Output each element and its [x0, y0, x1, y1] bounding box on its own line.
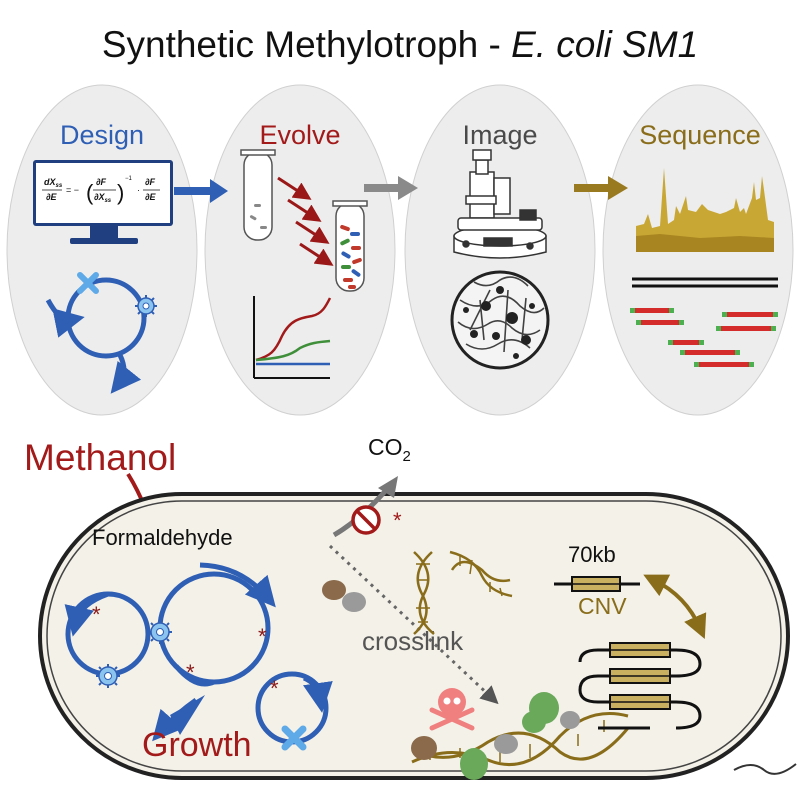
svg-text:·: · [137, 185, 140, 195]
panel-label-image: Image [462, 120, 537, 150]
svg-text:∂E: ∂E [145, 192, 156, 202]
gear-icon [135, 295, 157, 317]
title-italic: E. coli SM1 [511, 24, 698, 65]
svg-text:∂F: ∂F [96, 177, 106, 187]
title-main: Synthetic Methylotroph - [102, 24, 511, 65]
gear-icon [96, 664, 120, 688]
evolution-arrows [277, 176, 334, 266]
co2-label: CO2 [368, 434, 411, 465]
arrow-design-evolve-icon [174, 179, 228, 203]
svg-text:(: ( [86, 180, 94, 205]
genomic-segment [554, 576, 640, 592]
pathway-cycle-icon [45, 272, 157, 394]
knockout-x-icon [281, 725, 307, 751]
svg-text:dXss: dXss [44, 177, 63, 189]
protein-gray [342, 592, 366, 612]
cnv-arrow [643, 574, 707, 639]
dna-strand-1 [413, 551, 435, 635]
skull-crossbones-icon [429, 688, 475, 731]
micrograph-image [450, 270, 550, 370]
monitor-icon [33, 160, 173, 244]
crosslink-label: crosslink [362, 626, 464, 656]
protein-brown [322, 580, 346, 600]
co2-mutation-star: * [393, 508, 402, 533]
svg-text:= −: = − [66, 185, 79, 195]
cell-inner-membrane [46, 500, 782, 772]
svg-text:−1: −1 [125, 176, 133, 182]
star-1: * [92, 602, 101, 627]
arrow-image-sequence-icon [574, 176, 628, 200]
star-4: * [270, 676, 279, 701]
dna-strand-2 [449, 550, 513, 598]
flagellum [733, 763, 797, 775]
pathway-stars: * * * * [92, 602, 279, 701]
crosslink-path [328, 544, 499, 705]
knockout-x-icon [77, 272, 99, 294]
coverage-plot [636, 168, 774, 252]
control-equation: dXss ∂E = − ( ∂F ∂Xss ) −1 · ∂F ∂E [42, 176, 160, 205]
blocked-icon [351, 505, 381, 535]
panel-label-evolve: Evolve [259, 120, 340, 150]
svg-text:∂F: ∂F [145, 177, 155, 187]
formaldehyde-label: Formaldehyde [92, 525, 233, 550]
star-2: * [258, 624, 267, 649]
cnv-label: CNV [578, 593, 627, 619]
sequencing-reads [630, 308, 778, 367]
test-tube-small-icon [240, 149, 276, 241]
panel-label-design: Design [60, 120, 144, 150]
star-3: * [186, 660, 195, 685]
methanol-label: Methanol [24, 437, 176, 478]
growth-arrowhead-icon [170, 695, 205, 735]
title: Synthetic Methylotroph - E. coli SM1 [102, 24, 698, 65]
co2-arrowhead-icon [378, 476, 398, 498]
growth-label: Growth [142, 726, 252, 764]
crosslinked-dna [411, 692, 630, 780]
gear-icon [148, 620, 172, 644]
arrow-evolve-image-icon [364, 176, 418, 200]
panel-label-sequence: Sequence [639, 120, 761, 150]
amplified-segments [578, 642, 702, 730]
microscope-icon [453, 149, 547, 259]
svg-text:): ) [117, 180, 124, 205]
growth-curve-plot [253, 296, 332, 379]
svg-text:∂E: ∂E [46, 192, 57, 202]
kb-label: 70kb [568, 542, 616, 567]
svg-text:∂Xss: ∂Xss [94, 192, 112, 204]
cell-outer-membrane [38, 492, 790, 780]
test-tube-full-icon [332, 200, 368, 292]
